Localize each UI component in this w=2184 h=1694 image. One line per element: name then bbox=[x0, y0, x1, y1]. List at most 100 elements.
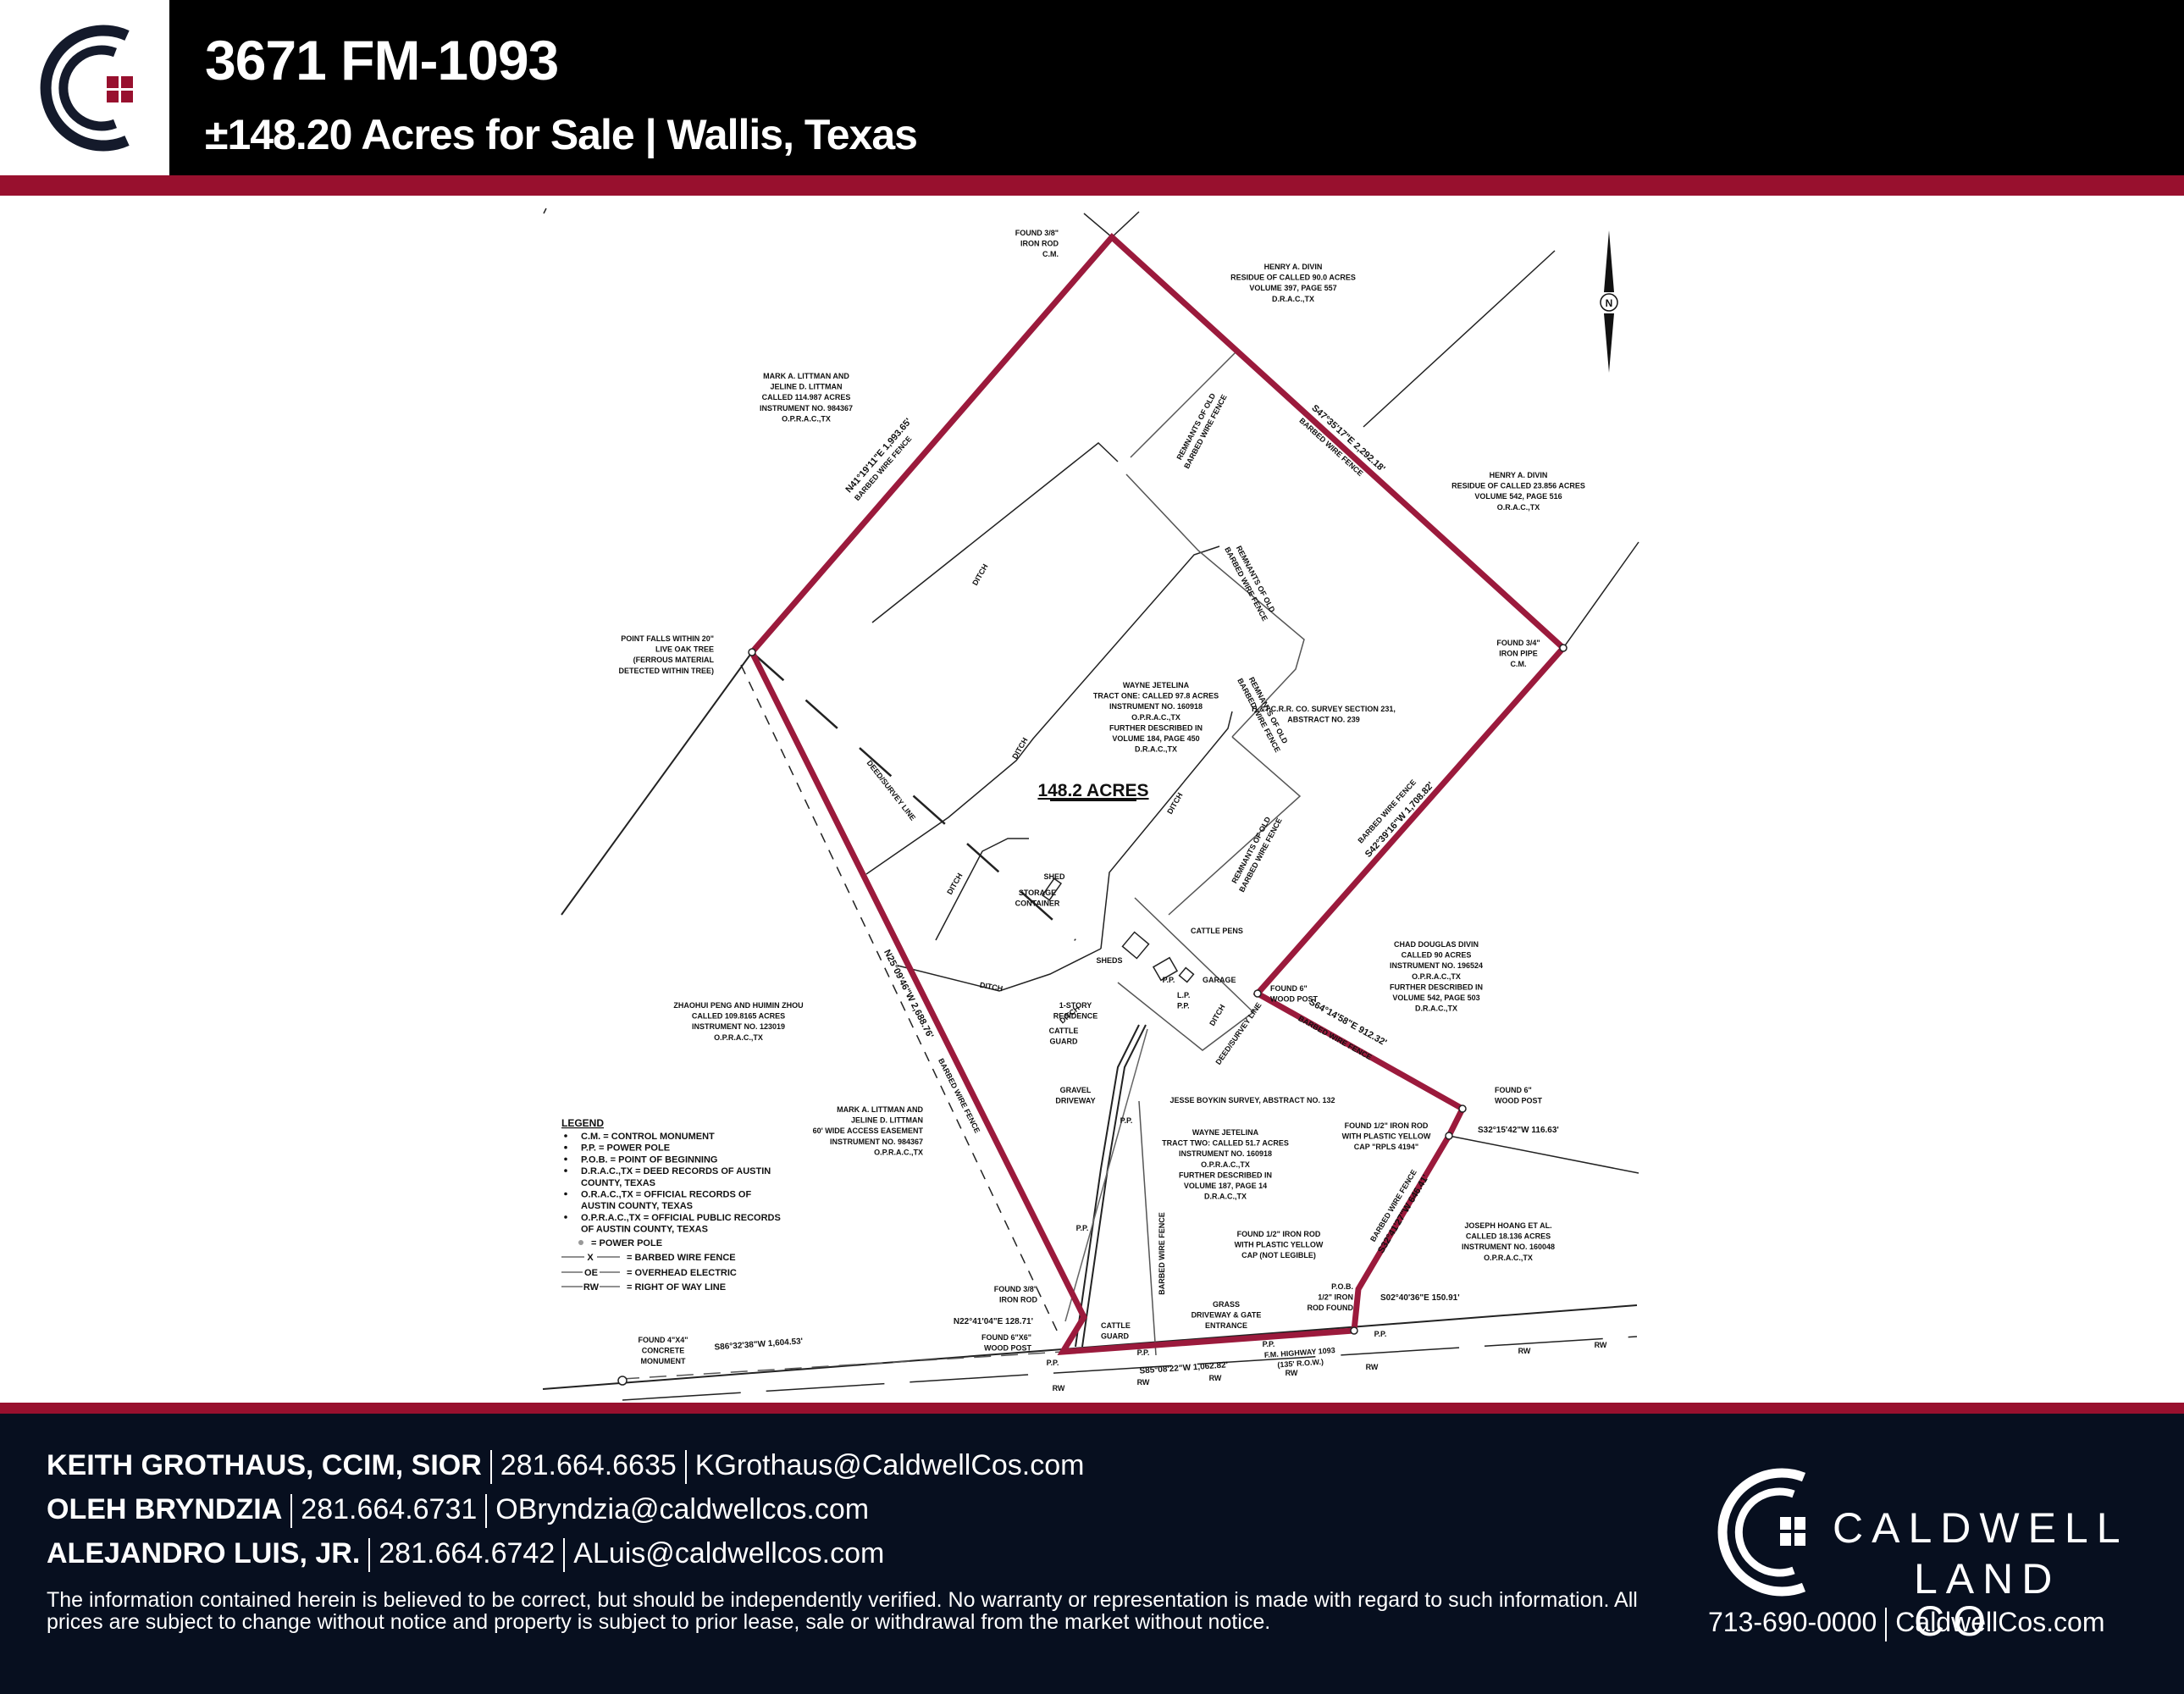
brand-logo: CALDWELL LAND CO bbox=[1711, 1456, 2151, 1642]
disclaimer: The information contained herein is beli… bbox=[47, 1588, 1638, 1634]
legend-rw: = RIGHT OF WAY LINE bbox=[627, 1282, 726, 1293]
center-fence bbox=[1138, 1100, 1157, 1356]
corner-marker bbox=[1350, 1326, 1358, 1335]
legend-bullet bbox=[564, 1157, 567, 1161]
map-label-pp-b4: P.P. bbox=[1374, 1330, 1387, 1338]
map-label-found-post-right: FOUND 6"WOOD POST bbox=[1495, 1086, 1543, 1105]
map-label-rw5: RW bbox=[1366, 1363, 1379, 1371]
caldwell-logo-icon bbox=[40, 25, 133, 152]
legend-oe: = OVERHEAD ELECTRIC bbox=[627, 1268, 737, 1278]
agent-email[interactable]: OBryndzia@caldwellcos.com bbox=[495, 1492, 870, 1525]
legend-item: O.R.A.C.,TX = OFFICIAL RECORDS OF bbox=[581, 1190, 751, 1200]
page-title: 3671 FM-1093 bbox=[205, 29, 559, 91]
footer: KEITH GROTHAUS, CCIM, SIOR 281.664.6635 KG… bbox=[0, 1414, 2184, 1694]
map-label-sheds: SHEDS bbox=[1096, 956, 1122, 965]
map-label-fence-center: BARBED WIRE FENCE bbox=[1158, 1212, 1166, 1295]
map-label-shed: SHED bbox=[1043, 872, 1065, 881]
map-label-cattle-pens: CATTLE PENS bbox=[1191, 927, 1243, 935]
acreage-label: 148.2 ACRES bbox=[1037, 781, 1148, 800]
agent-contact: ALEJANDRO LUIS, JR. 281.664.6742 ALuis@cal… bbox=[47, 1538, 884, 1572]
agent-phone[interactable]: 281.664.6731 bbox=[301, 1492, 478, 1525]
ditch-line bbox=[1100, 711, 1233, 949]
storage-container bbox=[1041, 877, 1063, 901]
brand-name: LAND CO bbox=[1914, 1555, 2061, 1645]
map-label-remnants1: REMNANTS OF OLDBARBED WIRE FENCE bbox=[1173, 388, 1229, 470]
map-label-jesse: JESSE BOYKIN SURVEY, ABSTRACT NO. 132 bbox=[1169, 1096, 1335, 1104]
legend-power-pole: = POWER POLE bbox=[591, 1238, 662, 1248]
deed-survey-line bbox=[751, 651, 1076, 941]
legend-bullet bbox=[564, 1145, 567, 1149]
corner-marker bbox=[1253, 989, 1262, 998]
ditch-line bbox=[897, 948, 1102, 992]
map-label-pp-b2: P.P. bbox=[1137, 1348, 1150, 1357]
agent-phone[interactable]: 281.664.6742 bbox=[379, 1536, 556, 1569]
map-label-bearing-n22: N22°41'04"E 128.71' bbox=[954, 1317, 1033, 1326]
agent-name: KEITH GROTHAUS, CCIM, SIOR bbox=[47, 1448, 482, 1481]
accent-band bbox=[0, 1403, 2184, 1414]
caldwell-logo-icon bbox=[1717, 1468, 1806, 1597]
map-label-hatcrr: H.&T.C.R.R. CO. SURVEY SECTION 231,ABSTR… bbox=[1252, 705, 1396, 724]
agent-email[interactable]: KGrothaus@CaldwellCos.com bbox=[694, 1448, 1085, 1481]
adjoiner-line bbox=[1448, 1135, 1639, 1174]
adjoiner-line bbox=[1562, 541, 1639, 649]
company-phone[interactable]: 713-690-0000 bbox=[1708, 1607, 1877, 1637]
property-boundary bbox=[748, 232, 1568, 1355]
map-label-ditch2: DITCH bbox=[1010, 736, 1029, 761]
gravel-driveway bbox=[1075, 1024, 1140, 1348]
legend-title: LEGEND bbox=[561, 1117, 604, 1129]
map-label-rw2: RW bbox=[1137, 1378, 1150, 1387]
map-label-ditch5: DITCH bbox=[979, 981, 1004, 994]
map-label-rw6: RW bbox=[1518, 1347, 1531, 1355]
map-label-deed-line1: DEED/SURVEY LINE bbox=[865, 759, 918, 822]
ditch-line bbox=[865, 545, 1220, 875]
map-label-rw3: RW bbox=[1209, 1374, 1222, 1382]
map-label-bearing-n41: N41°19'11"E 1,993.65' bbox=[843, 417, 914, 495]
company-contact: 713-690-0000 CaldwellCos.com bbox=[1708, 1607, 2104, 1641]
map-label-pp-b3: P.P. bbox=[1263, 1340, 1275, 1348]
map-label-remnants4: REMNANTS OF OLDBARBED WIRE FENCE bbox=[1228, 811, 1284, 894]
map-tick bbox=[543, 208, 547, 214]
shed-building bbox=[1121, 931, 1150, 960]
map-label-bearing-s86: S86°32'38"W 1,604.53' bbox=[714, 1337, 803, 1352]
agent-contact: KEITH GROTHAUS, CCIM, SIOR 281.664.6635 KG… bbox=[47, 1450, 1084, 1484]
map-label-pp-b1: P.P. bbox=[1047, 1359, 1059, 1367]
legend-item: C.M. = CONTROL MONUMENT bbox=[581, 1132, 715, 1142]
map-label-ditch1: DITCH bbox=[970, 562, 989, 587]
header-bar: 3671 FM-1093 ±148.20 Acres for Sale | Wa… bbox=[0, 0, 2184, 175]
map-label-found-rod-bottom: FOUND 3/8"IRON ROD bbox=[994, 1285, 1038, 1304]
company-website[interactable]: CaldwellCos.com bbox=[1895, 1607, 2105, 1637]
map-label-pp-drive1: P.P. bbox=[1120, 1116, 1133, 1125]
legend-item: O.P.R.A.C.,TX = OFFICIAL PUBLIC RECORDS bbox=[581, 1213, 781, 1223]
agent-phone[interactable]: 281.664.6635 bbox=[500, 1448, 677, 1481]
power-pole-icon bbox=[578, 1240, 583, 1245]
legend-item: OF AUSTIN COUNTY, TEXAS bbox=[581, 1225, 708, 1235]
map-label-lp: L.P.P.P. bbox=[1177, 991, 1190, 1010]
legend-bullet bbox=[564, 1192, 567, 1196]
legend-rw-mark: RW bbox=[583, 1282, 600, 1293]
legend-item: P.P. = POWER POLE bbox=[581, 1143, 670, 1154]
residence-building bbox=[1152, 956, 1179, 982]
corner-marker bbox=[748, 648, 756, 656]
fence-line bbox=[1125, 473, 1305, 738]
legend-fence: = BARBED WIRE FENCE bbox=[627, 1253, 736, 1263]
map-label-found-post-mid: FOUND 6"WOOD POST bbox=[1270, 984, 1319, 1004]
map-label-bearing-s02: S02°40'36"E 150.91' bbox=[1380, 1293, 1460, 1303]
easement-line bbox=[740, 664, 1059, 1335]
deed-line bbox=[622, 1351, 1064, 1380]
agent-name: ALEJANDRO LUIS, JR. bbox=[47, 1536, 361, 1569]
ditch-line bbox=[935, 838, 1029, 941]
agent-email[interactable]: ALuis@caldwellcos.com bbox=[573, 1536, 885, 1569]
legend-oe-mark: OE bbox=[584, 1268, 598, 1278]
